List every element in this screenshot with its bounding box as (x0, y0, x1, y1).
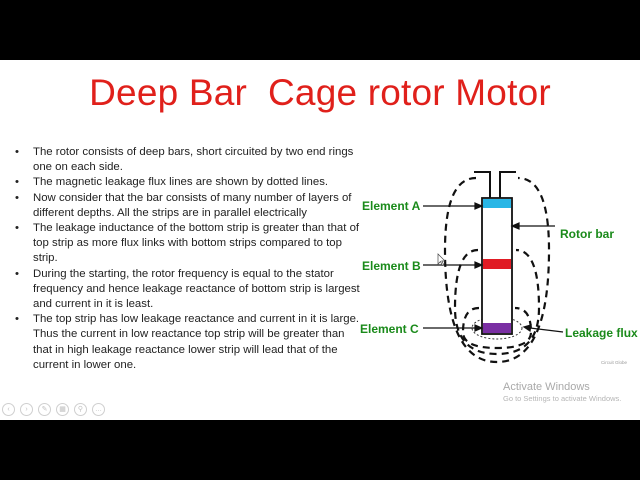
more-options-icon[interactable]: … (92, 403, 105, 416)
pen-icon[interactable]: ✎ (38, 403, 51, 416)
element-a-strip (483, 199, 511, 208)
bullet-item: • The leakage inductance of the bottom st… (14, 221, 366, 267)
presentation-slide: Deep Bar Cage rotor Motor • The rotor con… (0, 60, 640, 420)
bar-top-terminals (474, 171, 516, 198)
bullet-text: The magnetic leakage flux lines are show… (33, 176, 329, 189)
bullet-item: • The top strip has low leakage reactance… (14, 312, 366, 373)
bullet-text: Now consider that the bar consists of ma… (33, 191, 352, 219)
leakage-flux-lines (443, 176, 551, 364)
element-c-strip (483, 323, 511, 333)
bullet-text: The rotor consists of deep bars, short c… (33, 146, 354, 174)
activate-windows-title: Activate Windows (503, 381, 590, 393)
bullet-text: During the starting, the rotor frequency… (33, 267, 360, 311)
bullet-text: The leakage inductance of the bottom str… (33, 222, 360, 265)
bullet-item: • The rotor consists of deep bars, short … (14, 145, 366, 175)
deep-bar-diagram (423, 171, 564, 364)
next-slide-icon[interactable]: › (20, 403, 33, 416)
zoom-icon[interactable]: ⚲ (74, 403, 87, 416)
activate-windows-subtitle: Go to Settings to activate Windows. (503, 394, 622, 403)
element-c-label: Element C (360, 322, 419, 336)
bullet-text: The top strip has low leakage reactance … (33, 313, 360, 371)
element-a-label: Element A (362, 199, 421, 213)
bullet-icon: • (15, 222, 19, 235)
label-arrows (423, 202, 564, 333)
bullet-icon: • (15, 313, 19, 326)
bullet-icon: • (15, 176, 19, 189)
mouse-cursor-icon (437, 253, 446, 266)
element-b-label: Element B (362, 259, 421, 273)
bullet-item: • During the starting, the rotor frequenc… (14, 267, 366, 313)
diagram-credit: Circuit Globe (601, 360, 628, 365)
view-all-slides-icon[interactable]: ▦ (56, 403, 69, 416)
rotor-bar-label: Rotor bar (560, 227, 614, 241)
slide-title: Deep Bar Cage rotor Motor (89, 72, 551, 113)
bullet-icon: • (15, 191, 19, 204)
bullet-item: • Now consider that the bar consists of m… (14, 191, 366, 221)
bullet-icon: • (15, 267, 19, 280)
bottom-flux-loop (471, 316, 523, 340)
element-b-strip (483, 259, 511, 269)
bullet-list: • The rotor consists of deep bars, short … (14, 145, 366, 373)
prev-slide-icon[interactable]: ‹ (2, 403, 15, 416)
bullet-item: • The magnetic leakage flux lines are sho… (14, 175, 366, 190)
bullet-icon: • (15, 146, 19, 158)
leakage-flux-label: Leakage flux (565, 326, 638, 340)
